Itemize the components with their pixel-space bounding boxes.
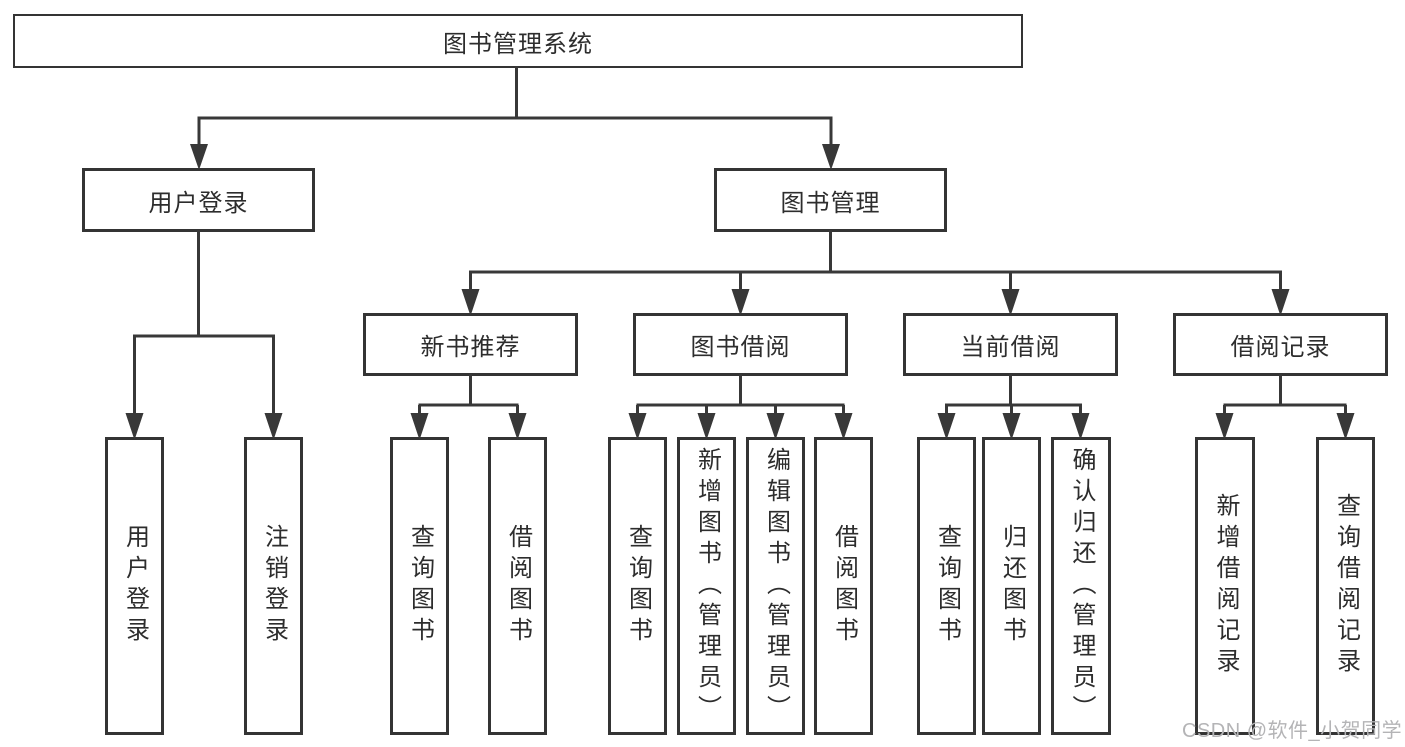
leaf-confirm-return-admin: 确认归还（管理员） [1051, 437, 1111, 735]
node-borrowing-records-label: 借阅记录 [1230, 334, 1331, 361]
leaf-edit-book-admin-label: 编辑图书（管理员） [762, 446, 790, 726]
leaf-logout-label: 注销登录 [260, 524, 288, 648]
node-library-system-label: 图书管理系统 [443, 30, 593, 58]
leaf-confirm-return-admin-label: 确认归还（管理员） [1068, 446, 1095, 726]
node-new-book-recommend: 新书推荐 [363, 313, 578, 376]
leaf-add-borrow-record-label: 新增借阅记录 [1212, 493, 1239, 679]
node-book-management-label: 图书管理 [780, 189, 881, 217]
leaf-query-books-borrowing: 查询图书 [608, 437, 667, 735]
node-library-system: 图书管理系统 [13, 14, 1023, 68]
leaf-query-books-current-label: 查询图书 [933, 524, 961, 648]
leaf-add-book-admin: 新增图书（管理员） [677, 437, 736, 735]
leaf-query-books-recommend: 查询图书 [390, 437, 449, 735]
node-book-borrowing-label: 图书借阅 [690, 334, 791, 361]
leaf-return-books-label: 归还图书 [998, 524, 1026, 648]
leaf-query-books-borrowing-label: 查询图书 [624, 524, 652, 648]
leaf-add-book-admin-label: 新增图书（管理员） [693, 446, 721, 726]
node-user-login-label: 用户登录 [148, 189, 249, 217]
leaf-borrow-books-recommend: 借阅图书 [488, 437, 547, 735]
leaf-query-books-current: 查询图书 [917, 437, 976, 735]
node-user-login: 用户登录 [82, 168, 315, 232]
node-book-borrowing: 图书借阅 [633, 313, 848, 376]
leaf-query-books-recommend-label: 查询图书 [406, 524, 434, 648]
leaf-user-login-label: 用户登录 [121, 524, 149, 648]
leaf-query-borrow-record-label: 查询借阅记录 [1332, 493, 1360, 679]
node-current-borrowing-label: 当前借阅 [960, 334, 1061, 361]
leaf-borrow-books: 借阅图书 [814, 437, 873, 735]
leaf-user-login: 用户登录 [105, 437, 164, 735]
leaf-edit-book-admin: 编辑图书（管理员） [746, 437, 805, 735]
leaf-logout: 注销登录 [244, 437, 303, 735]
leaf-return-books: 归还图书 [982, 437, 1041, 735]
csdn-watermark: CSDN @软件_小贺同学 [1182, 720, 1403, 742]
leaf-add-borrow-record: 新增借阅记录 [1195, 437, 1255, 735]
node-new-book-recommend-label: 新书推荐 [420, 334, 521, 361]
leaf-query-borrow-record: 查询借阅记录 [1316, 437, 1375, 735]
node-current-borrowing: 当前借阅 [903, 313, 1118, 376]
node-book-management: 图书管理 [714, 168, 947, 232]
leaf-borrow-books-label: 借阅图书 [830, 524, 858, 648]
node-borrowing-records: 借阅记录 [1173, 313, 1388, 376]
leaf-borrow-books-recommend-label: 借阅图书 [504, 524, 532, 648]
